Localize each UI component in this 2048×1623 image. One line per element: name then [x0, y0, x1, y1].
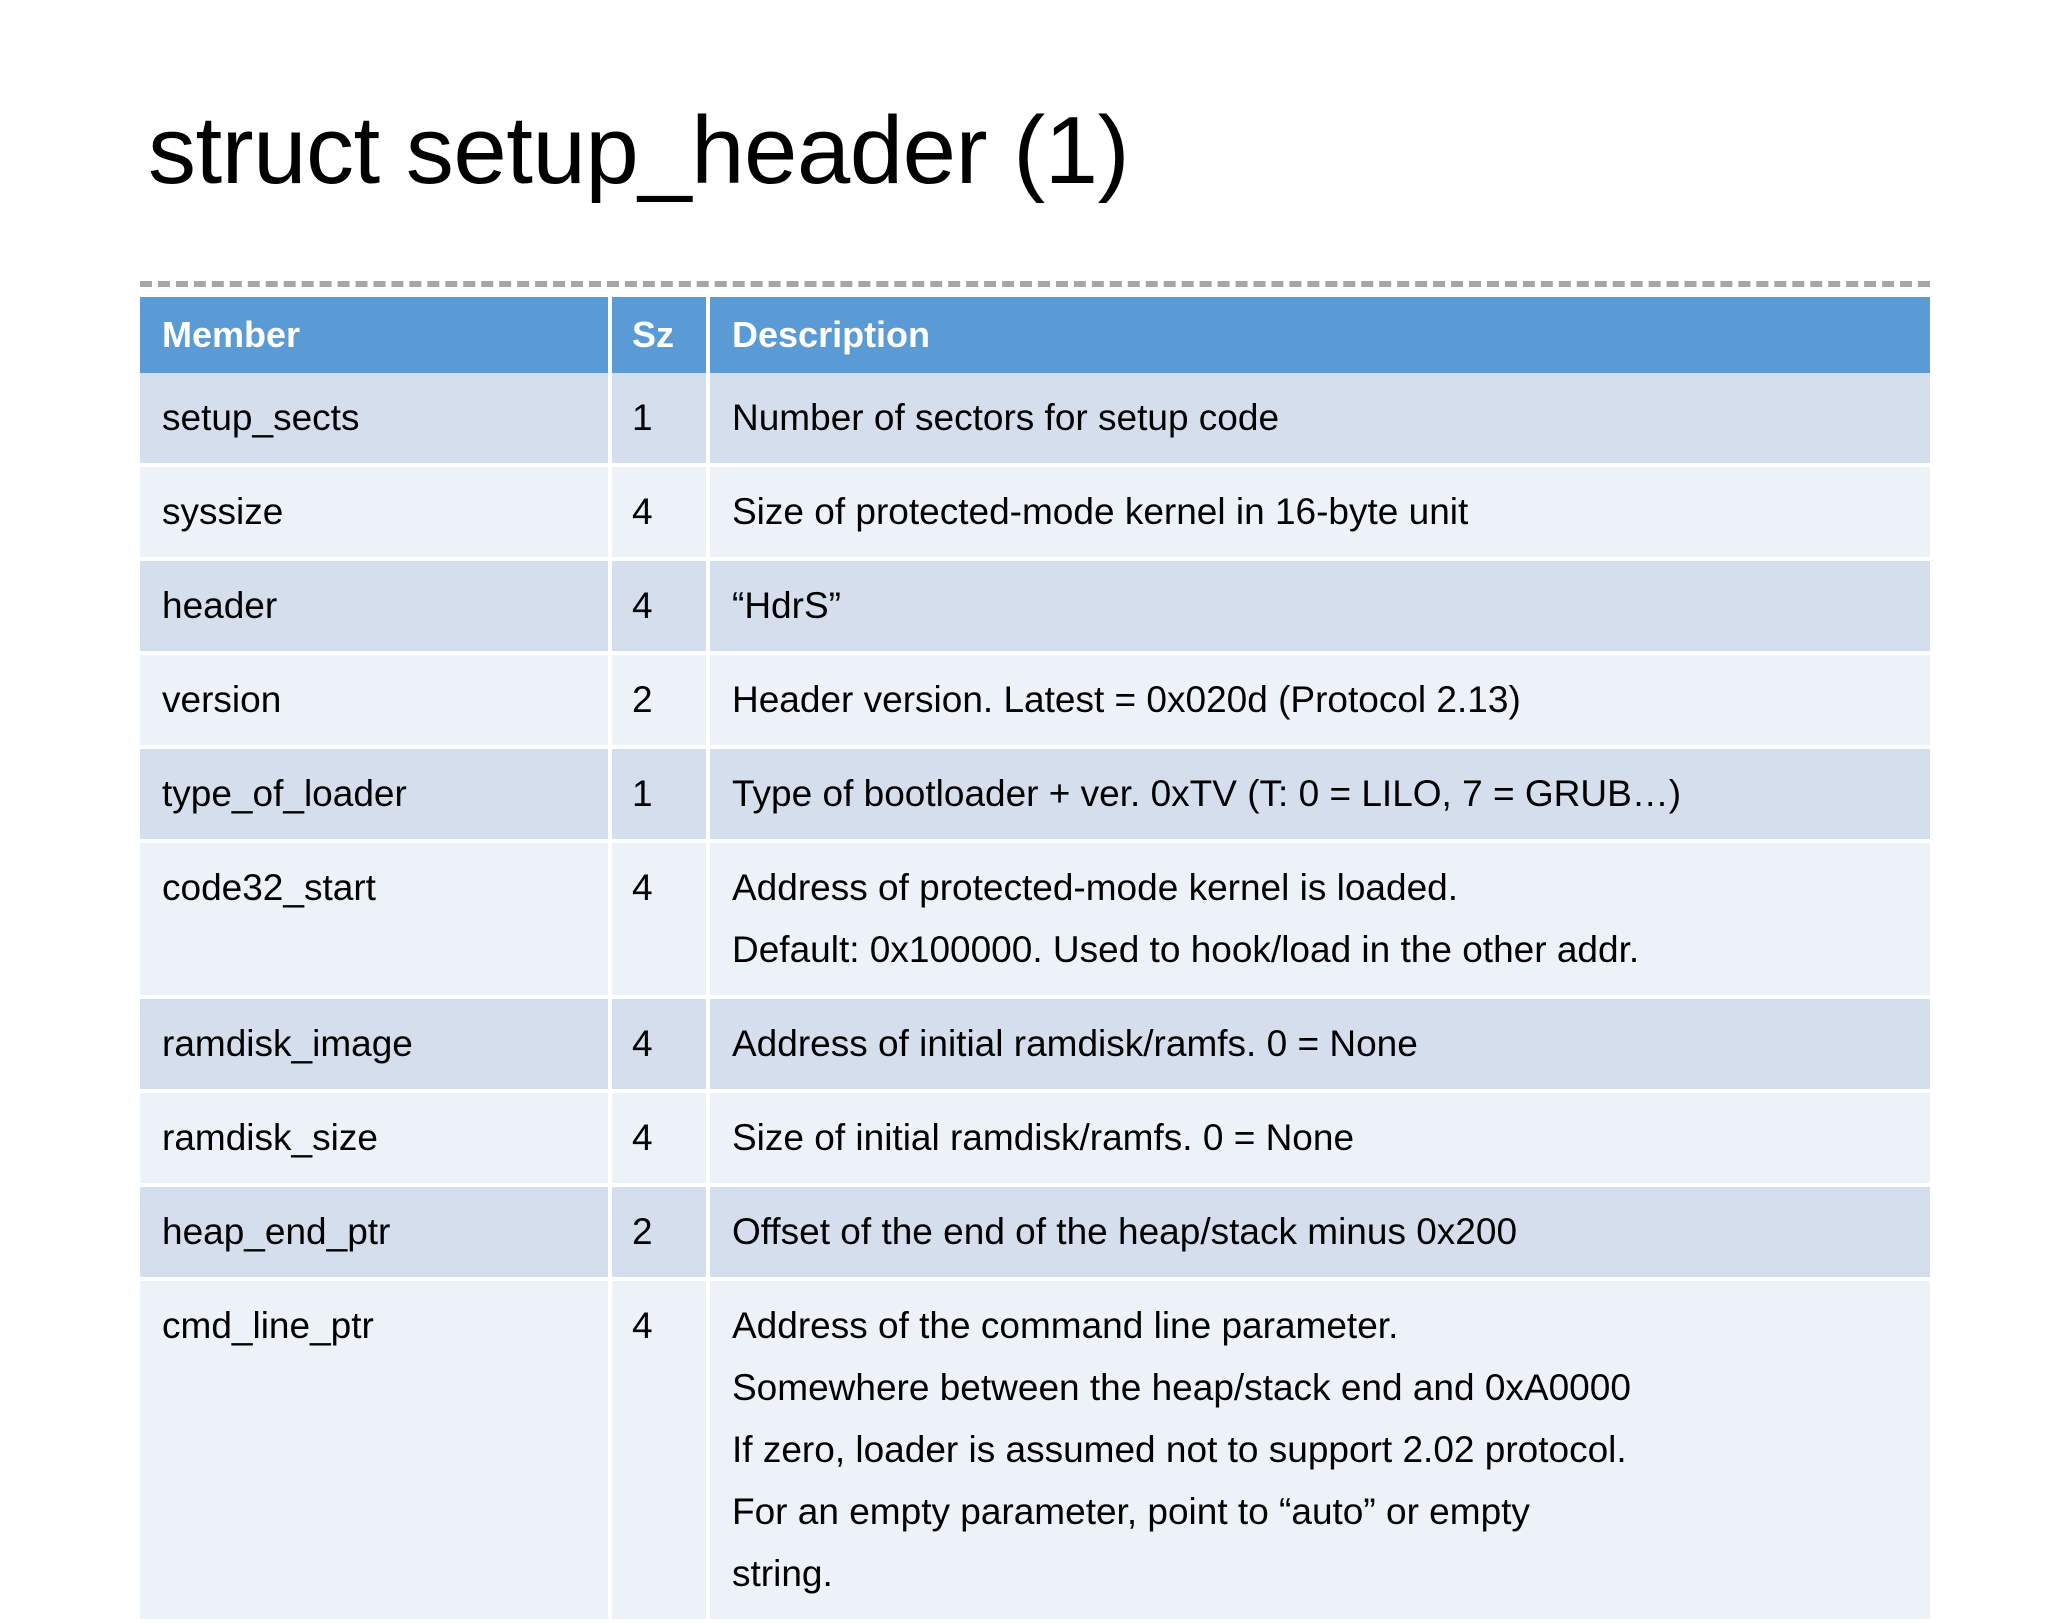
cell-size: 4 [610, 841, 710, 999]
description-line: Somewhere between the heap/stack end and… [732, 1367, 1631, 1408]
description-line: Size of protected-mode kernel in 16-byte… [732, 491, 1469, 532]
cell-size: 2 [610, 653, 710, 749]
description-line: Default: 0x100000. Used to hook/load in … [732, 929, 1640, 970]
cell-member: code32_start [140, 841, 612, 999]
column-header-member: Member [140, 297, 612, 373]
table-header-row: Member Sz Description [140, 297, 1930, 373]
description-line: Number of sectors for setup code [732, 397, 1280, 438]
description-line: Header version. Latest = 0x020d (Protoco… [732, 679, 1521, 720]
cell-member: syssize [140, 465, 612, 561]
cell-size: 1 [610, 747, 710, 843]
cell-member: type_of_loader [140, 747, 612, 843]
description-line: Type of bootloader + ver. 0xTV (T: 0 = L… [732, 773, 1682, 814]
description-line: Address of the command line parameter. [732, 1305, 1399, 1346]
description-line: Address of initial ramdisk/ramfs. 0 = No… [732, 1023, 1418, 1064]
cell-size: 2 [610, 1185, 710, 1281]
description-line: string. [732, 1553, 833, 1594]
description-line: Size of initial ramdisk/ramfs. 0 = None [732, 1117, 1355, 1158]
cell-description: Address of protected-mode kernel is load… [708, 841, 1930, 999]
description-line: Address of protected-mode kernel is load… [732, 867, 1459, 908]
cell-description: Size of initial ramdisk/ramfs. 0 = None [708, 1091, 1930, 1187]
cell-size: 4 [610, 559, 710, 655]
cell-description: Offset of the end of the heap/stack minu… [708, 1185, 1930, 1281]
cell-member: heap_end_ptr [140, 1185, 612, 1281]
cell-member: ramdisk_image [140, 997, 612, 1093]
cell-description: Address of initial ramdisk/ramfs. 0 = No… [708, 997, 1930, 1093]
cell-member: ramdisk_size [140, 1091, 612, 1187]
title-divider [140, 281, 1930, 287]
page-title: struct setup_header (1) [148, 97, 1130, 204]
cell-description: Size of protected-mode kernel in 16-byte… [708, 465, 1930, 561]
column-header-sz: Sz [610, 297, 710, 373]
cell-member: setup_sects [140, 373, 612, 467]
cell-description: Header version. Latest = 0x020d (Protoco… [708, 653, 1930, 749]
cell-size: 4 [610, 997, 710, 1093]
cell-size: 4 [610, 1091, 710, 1187]
cell-size: 1 [610, 373, 710, 467]
slide-root: struct setup_header (1) Member Sz Descri… [140, 97, 1930, 1623]
description-line: “HdrS” [732, 585, 841, 626]
cell-description: Number of sectors for setup code [708, 373, 1930, 467]
cell-description: Type of bootloader + ver. 0xTV (T: 0 = L… [708, 747, 1930, 843]
description-line: Offset of the end of the heap/stack minu… [732, 1211, 1518, 1252]
cell-member: version [140, 653, 612, 749]
description-line: If zero, loader is assumed not to suppor… [732, 1429, 1627, 1470]
description-line: For an empty parameter, point to “auto” … [732, 1491, 1530, 1532]
cell-member: header [140, 559, 612, 655]
cell-description: “HdrS” [708, 559, 1930, 655]
cell-description: Address of the command line parameter. So… [708, 1279, 1930, 1623]
cell-member: cmd_line_ptr [140, 1279, 612, 1623]
table-head: Member Sz Description [140, 297, 1930, 373]
cell-size: 4 [610, 465, 710, 561]
column-header-description: Description [708, 297, 1930, 373]
cell-size: 4 [610, 1279, 710, 1623]
